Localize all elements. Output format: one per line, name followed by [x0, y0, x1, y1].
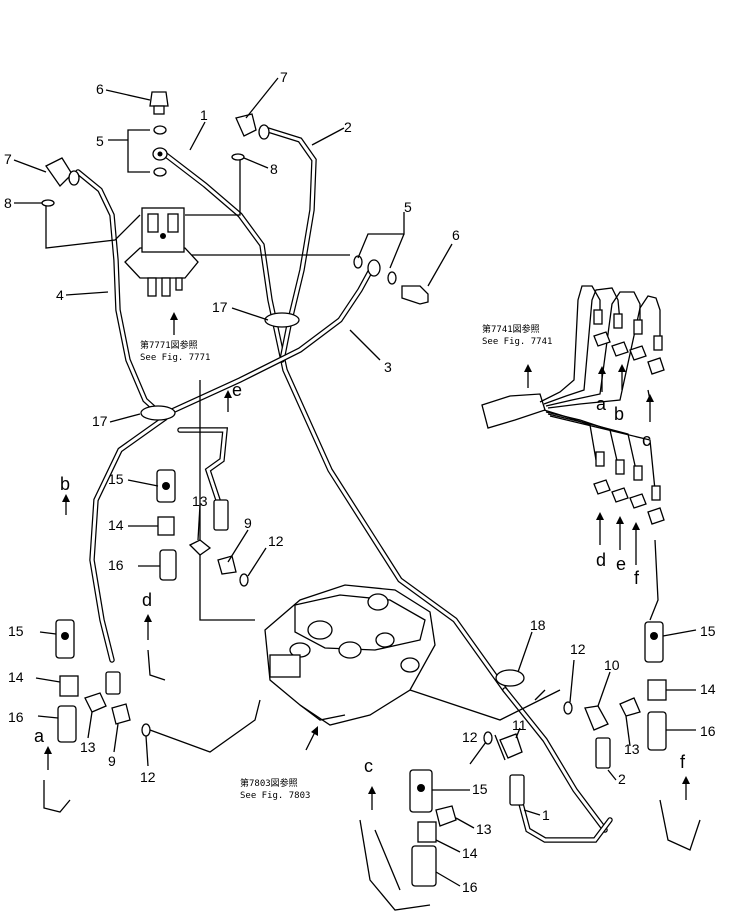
label-8-left: 8: [4, 195, 12, 211]
label-17-top: 17: [212, 299, 228, 315]
label-12-bottom: 12: [462, 729, 478, 745]
pilot-valve: [124, 207, 199, 297]
label-14-left: 14: [8, 669, 24, 685]
label-5-top: 5: [96, 133, 104, 149]
letter-b-left: b: [60, 474, 70, 494]
label-15-right: 15: [700, 623, 716, 639]
label-12-mid: 12: [268, 533, 284, 549]
letter-e-right: e: [616, 554, 626, 574]
label-9-mid: 9: [244, 515, 252, 531]
label-4: 4: [56, 287, 64, 303]
letter-d-mid: d: [142, 590, 152, 610]
flow-arrows: [44, 312, 690, 810]
figure-references: 第7771図参照 See Fig. 7771 第7741図参照 See Fig.…: [140, 323, 552, 801]
label-15-bottom: 15: [472, 781, 488, 797]
letter-f-lower-right: f: [634, 568, 640, 588]
label-2-bottom: 2: [618, 771, 626, 787]
label-7-left: 7: [4, 151, 12, 167]
label-18: 18: [530, 617, 546, 633]
fittings: [41, 91, 667, 887]
letter-d-right: d: [596, 550, 606, 570]
label-14-bottom: 14: [462, 845, 478, 861]
label-16-bottom: 16: [462, 879, 478, 895]
ref-7771-en: See Fig. 7771: [140, 353, 210, 363]
label-2-top: 2: [344, 119, 352, 135]
letter-c-right: c: [642, 430, 651, 450]
label-3: 3: [384, 359, 392, 375]
control-valve: [264, 584, 436, 726]
ref-7741-en: See Fig. 7741: [482, 337, 552, 347]
label-1-top: 1: [200, 107, 208, 123]
label-7-top: 7: [280, 69, 288, 85]
label-1-bottom: 1: [542, 807, 550, 823]
label-12-left: 12: [140, 769, 156, 785]
label-16-left: 16: [8, 709, 24, 725]
label-5-right: 5: [404, 199, 412, 215]
label-13-mid: 13: [192, 493, 208, 509]
label-13-left: 13: [80, 739, 96, 755]
ref-7803-jp: 第7803図参照: [240, 777, 298, 789]
leader-lines: [13, 77, 697, 887]
label-8-top: 8: [270, 161, 278, 177]
label-14-mid: 14: [108, 517, 124, 533]
port-letter-labels: b a d e c f a b c d e f: [34, 380, 686, 776]
label-13-right: 13: [624, 741, 640, 757]
letter-a-right: a: [596, 394, 607, 414]
label-10: 10: [604, 657, 620, 673]
label-15-mid: 15: [108, 471, 124, 487]
label-11: 11: [512, 717, 527, 733]
letter-b-right: b: [614, 404, 624, 424]
ref-7803-en: See Fig. 7803: [240, 791, 310, 801]
label-17-left: 17: [92, 413, 108, 429]
label-15-left: 15: [8, 623, 24, 639]
letter-e-top: e: [232, 380, 242, 400]
letter-a-left: a: [34, 726, 45, 746]
letter-f-right: f: [680, 752, 686, 772]
part-number-labels: 6 5 1 7 2 8 7 8 5 6 4 17 3 17 15 14 13 1…: [4, 69, 716, 895]
label-16-mid: 16: [108, 557, 124, 573]
letter-c-bottom: c: [364, 756, 373, 776]
label-12-right: 12: [570, 641, 586, 657]
ref-7771-jp: 第7771図参照: [140, 339, 198, 351]
label-9-left: 9: [108, 753, 116, 769]
label-6-top: 6: [96, 81, 104, 97]
label-6-right: 6: [452, 227, 460, 243]
label-13-bottom: 13: [476, 821, 492, 837]
label-14-right: 14: [700, 681, 716, 697]
ref-7741-jp: 第7741図参照: [482, 323, 540, 335]
label-16-right: 16: [700, 723, 716, 739]
